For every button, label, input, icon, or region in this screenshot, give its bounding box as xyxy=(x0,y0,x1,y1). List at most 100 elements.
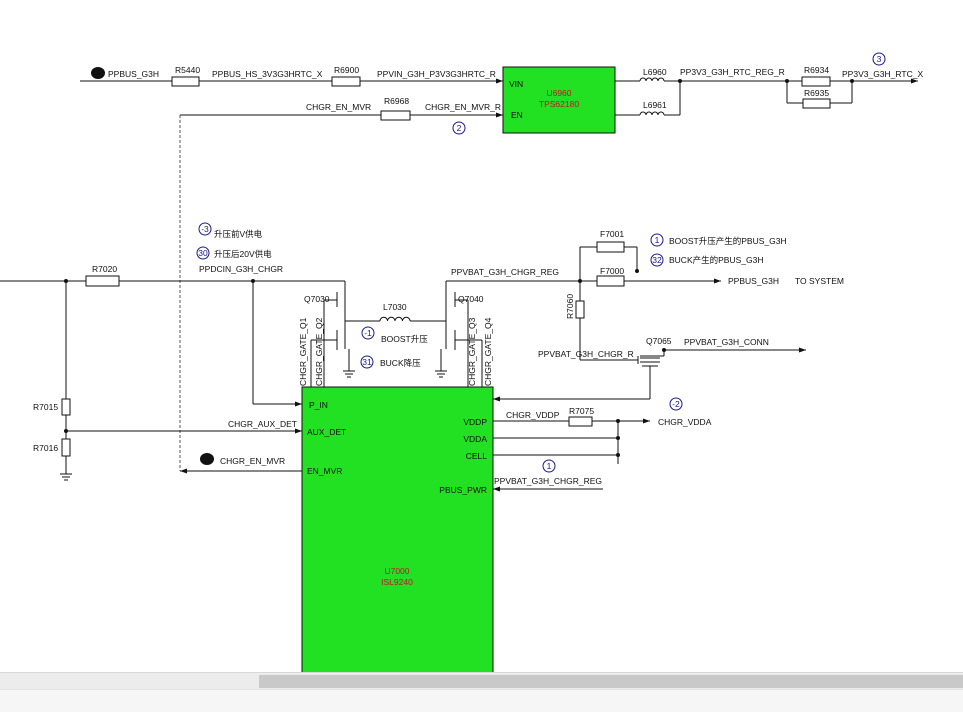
net-gate-q2: CHGR_GATE_Q2 xyxy=(314,317,324,386)
net-pp3v3-rtc-x: PP3V3_G3H_RTC_X xyxy=(842,69,923,79)
net-ppvbat-chgr-reg: PPVBAT_G3H_CHGR_REG xyxy=(451,267,559,277)
callout-30: 30 升压后20V供电 xyxy=(196,246,272,260)
svg-text:BUCK降压: BUCK降压 xyxy=(380,358,421,368)
resistor-r6935 xyxy=(802,98,831,109)
ref-r7020: R7020 xyxy=(92,264,117,274)
callout-31: 31 BUCK降压 xyxy=(360,355,421,369)
ref-r5440: R5440 xyxy=(175,65,200,75)
ppbus-offpage-connector xyxy=(91,67,105,79)
net-ppvin: PPVIN_G3H_P3V3G3HRTC_R xyxy=(377,69,496,79)
ref-r6934: R6934 xyxy=(804,65,829,75)
u7000-right-wires xyxy=(493,418,650,492)
ref-f7001: F7001 xyxy=(600,229,624,239)
ref-f7000: F7000 xyxy=(600,266,624,276)
mosfet-q7065 xyxy=(640,357,660,363)
u6960-pin-en: EN xyxy=(511,110,523,120)
net-ppdcin: PPDCIN_G3H_CHGR xyxy=(199,264,283,274)
u7000-right-dots xyxy=(616,419,620,457)
net-pp3v3-reg-r: PP3V3_G3H_RTC_REG_R xyxy=(680,67,785,77)
net-gate-q1: CHGR_GATE_Q1 xyxy=(298,317,308,386)
svg-text:升压前V供电: 升压前V供电 xyxy=(214,229,263,239)
u7000-pin-aux-det: AUX_DET xyxy=(307,427,346,437)
en-mvr-offpage-connector xyxy=(200,453,214,465)
net-gate-q3: CHGR_GATE_Q3 xyxy=(467,317,477,386)
u7000-ref: U7000 xyxy=(384,566,409,576)
fuse-f7001 xyxy=(596,241,625,253)
resistor-r6934 xyxy=(801,76,831,87)
net-gate-q4: CHGR_GATE_Q4 xyxy=(483,317,493,386)
input-dots xyxy=(64,279,255,433)
ref-q7065: Q7065 xyxy=(646,336,672,346)
top-rail-wires xyxy=(80,78,918,118)
net-ppvbat-chgr-r: PPVBAT_G3H_CHGR_R xyxy=(538,349,634,359)
svg-text:2: 2 xyxy=(457,123,462,133)
schematic-canvas: PPBUS_G3H R5440 PPBUS_HS_3V3G3HRTC_X R69… xyxy=(0,52,923,672)
svg-text:BOOST升压: BOOST升压 xyxy=(381,334,428,344)
callout-32: 32 BUCK产生的PBUS_G3H xyxy=(650,253,763,267)
u7000-pin-pin: P_IN xyxy=(309,400,328,410)
callout-1-pbus: 1 xyxy=(542,459,556,473)
u7000-pin-vdda: VDDA xyxy=(463,434,487,444)
ref-l6961: L6961 xyxy=(643,100,667,110)
callout-1-boost: 1 BOOST升压产生的PBUS_G3H xyxy=(650,233,787,247)
ref-q7030: Q7030 xyxy=(304,294,330,304)
resistor-r7016 xyxy=(61,438,71,457)
ref-r7016: R7016 xyxy=(33,443,58,453)
net-chgr-en-mvr-top: CHGR_EN_MVR xyxy=(306,102,371,112)
u7000-pin-en-mvr: EN_MVR xyxy=(307,466,342,476)
net-chgr-aux-det: CHGR_AUX_DET xyxy=(228,419,297,429)
svg-text:-3: -3 xyxy=(201,224,209,234)
svg-text:3: 3 xyxy=(877,54,882,64)
input-wires xyxy=(0,280,346,481)
svg-text:BOOST升压产生的PBUS_G3H: BOOST升压产生的PBUS_G3H xyxy=(669,236,787,246)
u7000-pin-cell: CELL xyxy=(466,451,488,461)
net-ppbus-out: PPBUS_G3H xyxy=(728,276,779,286)
u6960-pin-vin: VIN xyxy=(509,79,523,89)
u6960-ref: U6960 xyxy=(546,88,571,98)
u7000-part: ISL9240 xyxy=(381,577,413,587)
inductor-l6960 xyxy=(639,77,665,82)
ref-r6900: R6900 xyxy=(334,65,359,75)
u7000-pin-pbus-pwr: PBUS_PWR xyxy=(439,485,487,495)
resistor-r7060 xyxy=(575,300,585,319)
ref-q7040: Q7040 xyxy=(458,294,484,304)
status-bar xyxy=(0,689,963,712)
right-network-dots xyxy=(578,269,666,352)
net-chgr-vdda: CHGR_VDDA xyxy=(658,417,712,427)
resistor-r6968 xyxy=(380,110,411,121)
svg-text:升压后20V供电: 升压后20V供电 xyxy=(214,249,272,259)
resistor-r7020 xyxy=(85,275,120,287)
svg-text:-2: -2 xyxy=(672,399,680,409)
fuse-f7000 xyxy=(596,275,625,287)
net-ppvbat-pbus-pwr: PPVBAT_G3H_CHGR_REG xyxy=(494,476,602,486)
inductor-l7030 xyxy=(379,316,411,322)
svg-text:BUCK产生的PBUS_G3H: BUCK产生的PBUS_G3H xyxy=(669,255,763,265)
chip-u7000 xyxy=(301,386,494,672)
svg-text:1: 1 xyxy=(547,461,552,471)
ref-l7030: L7030 xyxy=(383,302,407,312)
callout-3: 3 xyxy=(872,52,886,66)
horizontal-scrollbar-thumb[interactable] xyxy=(259,675,963,688)
u7000-pin-vddp: VDDP xyxy=(463,417,487,427)
net-ppbus-g3h: PPBUS_G3H xyxy=(108,69,159,79)
net-chgr-en-mvr-r: CHGR_EN_MVR_R xyxy=(425,102,501,112)
horizontal-scrollbar[interactable] xyxy=(0,672,963,690)
resistor-r7075 xyxy=(568,416,593,427)
resistor-r6900 xyxy=(331,76,361,87)
right-network-wires xyxy=(493,246,806,402)
u6960-part: TPS62180 xyxy=(539,99,579,109)
net-ppvbat-conn: PPVBAT_G3H_CONN xyxy=(684,337,769,347)
svg-text:31: 31 xyxy=(362,357,372,367)
callout-minus2: -2 xyxy=(669,397,683,411)
ref-r7075: R7075 xyxy=(569,406,594,416)
svg-text:32: 32 xyxy=(652,255,662,265)
hbridge-wires xyxy=(310,280,580,387)
svg-text:30: 30 xyxy=(198,248,208,258)
net-ppbus-hs: PPBUS_HS_3V3G3HRTC_X xyxy=(212,69,323,79)
inductor-l6961 xyxy=(639,111,665,116)
callout-minus3: -3 升压前V供电 xyxy=(198,222,263,239)
callout-minus1: -1 BOOST升压 xyxy=(361,326,428,344)
svg-text:-1: -1 xyxy=(364,328,372,338)
ref-r6968: R6968 xyxy=(384,96,409,106)
resistor-r7015 xyxy=(61,398,71,416)
